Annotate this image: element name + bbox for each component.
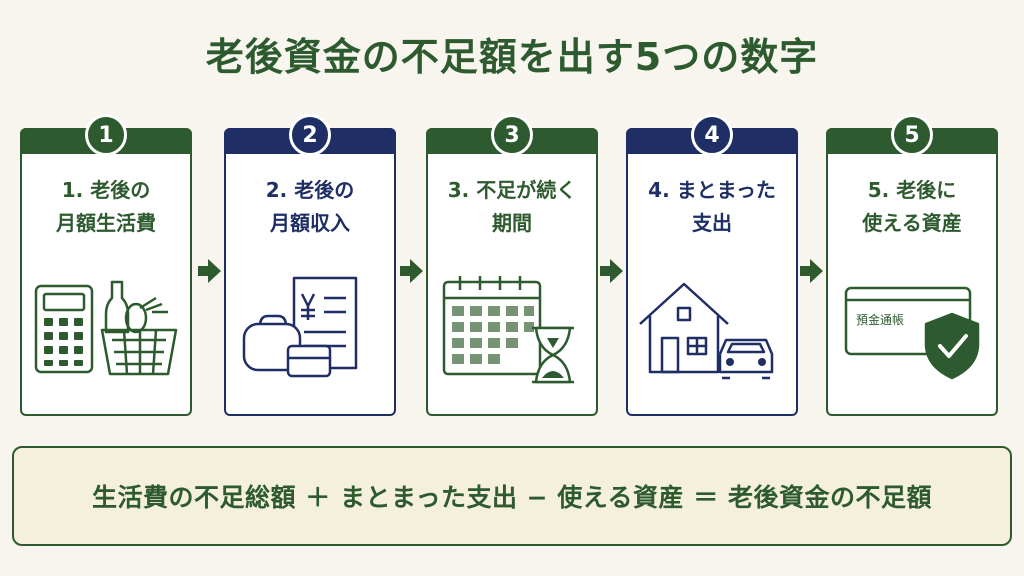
step-number-badge: 1 <box>85 114 127 156</box>
calculator-and-grocery-basket-icon <box>34 280 178 376</box>
step-label: 4. まとまった 支出 <box>648 178 776 235</box>
step-number-badge: 2 <box>289 114 331 156</box>
bankbook-label: 預金通帳 <box>856 312 904 327</box>
step-number-badge: 4 <box>691 114 733 156</box>
step-card-1: 1 1. 老後の 月額生活費 <box>20 114 192 416</box>
arrow-right-icon <box>800 259 823 283</box>
house-and-car-icon <box>639 282 774 380</box>
diagram-title: 老後資金の不足額を出す5つの数字 <box>205 35 819 79</box>
arrow-right-icon <box>400 259 423 283</box>
calendar-and-hourglass-icon <box>442 276 574 384</box>
wallet-and-yen-document-icon <box>242 276 358 378</box>
step-number-badge: 5 <box>891 114 933 156</box>
arrow-right-icon <box>600 259 623 283</box>
step-label: 2. 老後の 月額収入 <box>265 178 355 235</box>
step-label: 1. 老後の 月額生活費 <box>56 178 156 235</box>
step-label: 5. 老後に 使える資産 <box>862 178 962 235</box>
formula-box: 生活費の不足総額 ＋ まとまった支出 − 使える資産 ＝ 老後資金の不足額 <box>12 446 1012 546</box>
arrow-right-icon <box>198 259 221 283</box>
step-label: 3. 不足が続く 期間 <box>447 178 577 235</box>
step-number-badge: 3 <box>491 114 533 156</box>
step-card-4: 4 4. まとまった 支出 <box>626 114 798 416</box>
step-card-5: 5 5. 老後に 使える資産 預金通帳 <box>826 114 998 416</box>
step-card-3: 3 3. 不足が続く 期間 <box>426 114 598 416</box>
step-card-2: 2 2. 老後の 月額収入 <box>224 114 396 416</box>
bankbook-and-shield-icon: 預金通帳 <box>844 286 980 380</box>
